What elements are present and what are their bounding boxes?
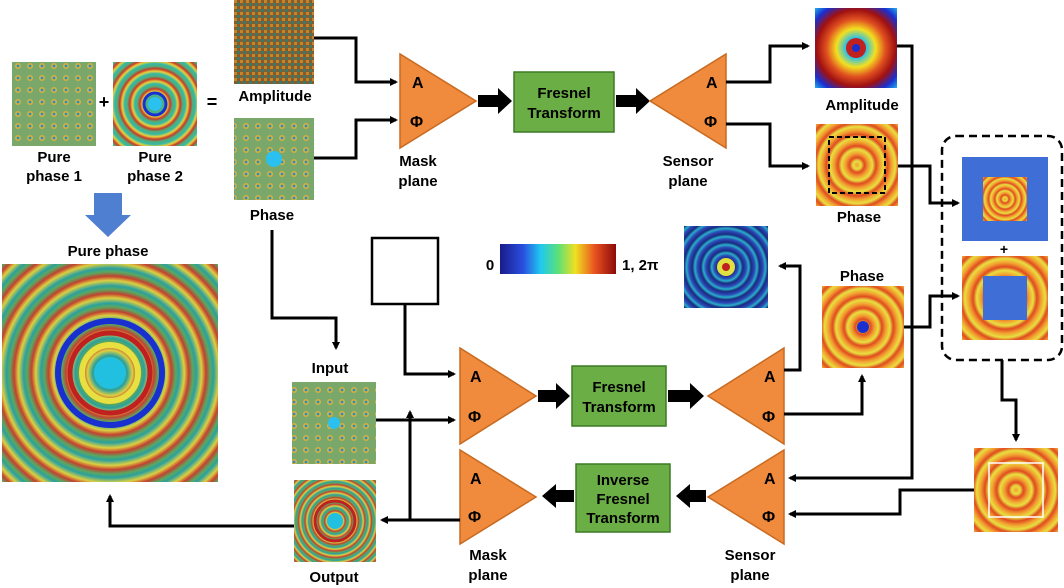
- arrow-phase-to-input: [270, 230, 340, 350]
- arrow-sensor-mid-to-phase: [784, 374, 866, 416]
- thick-arrow-6: [542, 484, 574, 508]
- combine-image-bottom: [962, 256, 1048, 340]
- input-image: [292, 382, 376, 464]
- fresnel-transform-top: Fresnel Transform: [513, 71, 615, 133]
- svg-text:Transform: Transform: [527, 105, 600, 122]
- thick-arrow-5: [676, 484, 706, 508]
- svg-text:Fresnel: Fresnel: [596, 491, 649, 508]
- thick-arrow-3: [538, 383, 570, 409]
- sensor-plane-label-a: Sensor: [663, 153, 714, 170]
- sensor-plane-mid: A Φ: [706, 346, 785, 446]
- arrow-sensor-to-phase: [726, 122, 810, 170]
- svg-text:Φ: Φ: [762, 409, 775, 426]
- svg-text:Φ: Φ: [468, 409, 481, 426]
- thick-arrow-2: [616, 88, 650, 114]
- combine-image-top: [962, 157, 1048, 241]
- arrow-amplitude-to-mask: [314, 36, 398, 86]
- plus-sign: +: [99, 92, 110, 112]
- input-label: Input: [312, 360, 349, 377]
- pure-phase-1-label-b: phase 1: [26, 168, 82, 185]
- colorbar: [500, 244, 616, 274]
- arrow-phase-to-mask: [314, 116, 398, 160]
- mask-plane-bottom: A Φ: [459, 448, 538, 546]
- arrow-phase-mid-to-combine: [904, 292, 960, 329]
- thick-arrow-4: [668, 383, 704, 409]
- sensor-plane-label-b: plane: [668, 173, 707, 190]
- arrow-sensor-to-amplitude: [726, 42, 810, 84]
- arrow-sensor-mid-to-amplitude: [778, 262, 802, 372]
- phase-label-mid: Phase: [840, 268, 884, 285]
- arrow-result-to-sensor2: [788, 488, 974, 518]
- arrow-phase-to-combine: [898, 164, 960, 207]
- svg-text:Fresnel: Fresnel: [592, 379, 645, 396]
- result-image: [974, 448, 1058, 532]
- mask-plane2-label-a: Mask: [469, 547, 507, 564]
- mask-plane2-label-b: plane: [468, 567, 507, 584]
- output-image: [294, 480, 376, 562]
- mask-plane-label-b: plane: [398, 173, 437, 190]
- mask-plane-mid: A Φ: [459, 346, 538, 446]
- svg-text:Φ: Φ: [468, 509, 481, 526]
- colorbar-max-label: 1, 2π: [622, 257, 659, 274]
- amplitude-label-top: Amplitude: [238, 88, 311, 105]
- phase-image-top: [234, 118, 314, 200]
- svg-text:Fresnel: Fresnel: [537, 85, 590, 102]
- phase-label-top: Phase: [250, 207, 294, 224]
- amplitude-label-right: Amplitude: [825, 97, 898, 114]
- svg-text:A: A: [470, 369, 482, 386]
- mask-plane-top: A Φ: [399, 52, 478, 150]
- thick-arrow-1: [478, 88, 512, 114]
- sensor-plane2-label-a: Sensor: [725, 547, 776, 564]
- pure-phase-1-image: [12, 62, 96, 146]
- pure-phase-2-image: [113, 62, 197, 146]
- phase-label-right: Phase: [837, 209, 881, 226]
- blue-down-arrow: [85, 193, 131, 237]
- svg-text:A: A: [764, 369, 776, 386]
- colorbar-min-label: 0: [486, 257, 494, 274]
- amplitude-image-mid: [684, 226, 768, 308]
- amplitude-image-right: [815, 8, 897, 88]
- svg-text:A: A: [412, 75, 424, 92]
- pure-phase-label: Pure phase: [68, 243, 149, 260]
- inverse-fresnel-transform: Inverse Fresnel Transform: [575, 463, 671, 533]
- sensor-plane-bottom: A Φ: [706, 448, 785, 546]
- pure-phase-1-label-a: Pure: [37, 149, 70, 166]
- sensor-plane2-label-b: plane: [730, 567, 769, 584]
- phase-image-right: [816, 124, 898, 206]
- pure-phase-image: [2, 264, 218, 482]
- fresnel-transform-mid: Fresnel Transform: [571, 365, 667, 427]
- svg-text:Φ: Φ: [762, 509, 775, 526]
- svg-text:A: A: [706, 75, 718, 92]
- svg-text:Φ: Φ: [704, 114, 717, 131]
- combine-plus: +: [1000, 241, 1008, 257]
- svg-text:A: A: [764, 471, 776, 488]
- svg-text:Φ: Φ: [410, 114, 423, 131]
- svg-text:Transform: Transform: [582, 399, 655, 416]
- blank-amplitude-box: [370, 236, 440, 306]
- arrow-blank-to-mask2: [403, 304, 456, 378]
- arrow-amplitude-to-sensor2: [788, 44, 914, 482]
- equals-sign: =: [207, 92, 218, 112]
- arrow-output-to-pure-phase: [106, 494, 294, 528]
- pure-phase-2-label-b: phase 2: [127, 168, 183, 185]
- arrow-combine-to-result: [1000, 360, 1020, 442]
- pure-phase-2-label-a: Pure: [138, 149, 171, 166]
- svg-text:Inverse: Inverse: [597, 472, 650, 489]
- output-label: Output: [309, 569, 358, 586]
- phase-image-mid: [822, 286, 904, 368]
- mask-plane-label-a: Mask: [399, 153, 437, 170]
- svg-text:Transform: Transform: [586, 510, 659, 527]
- amplitude-image-top: [234, 0, 314, 84]
- svg-text:A: A: [470, 471, 482, 488]
- sensor-plane-top: A Φ: [648, 52, 727, 150]
